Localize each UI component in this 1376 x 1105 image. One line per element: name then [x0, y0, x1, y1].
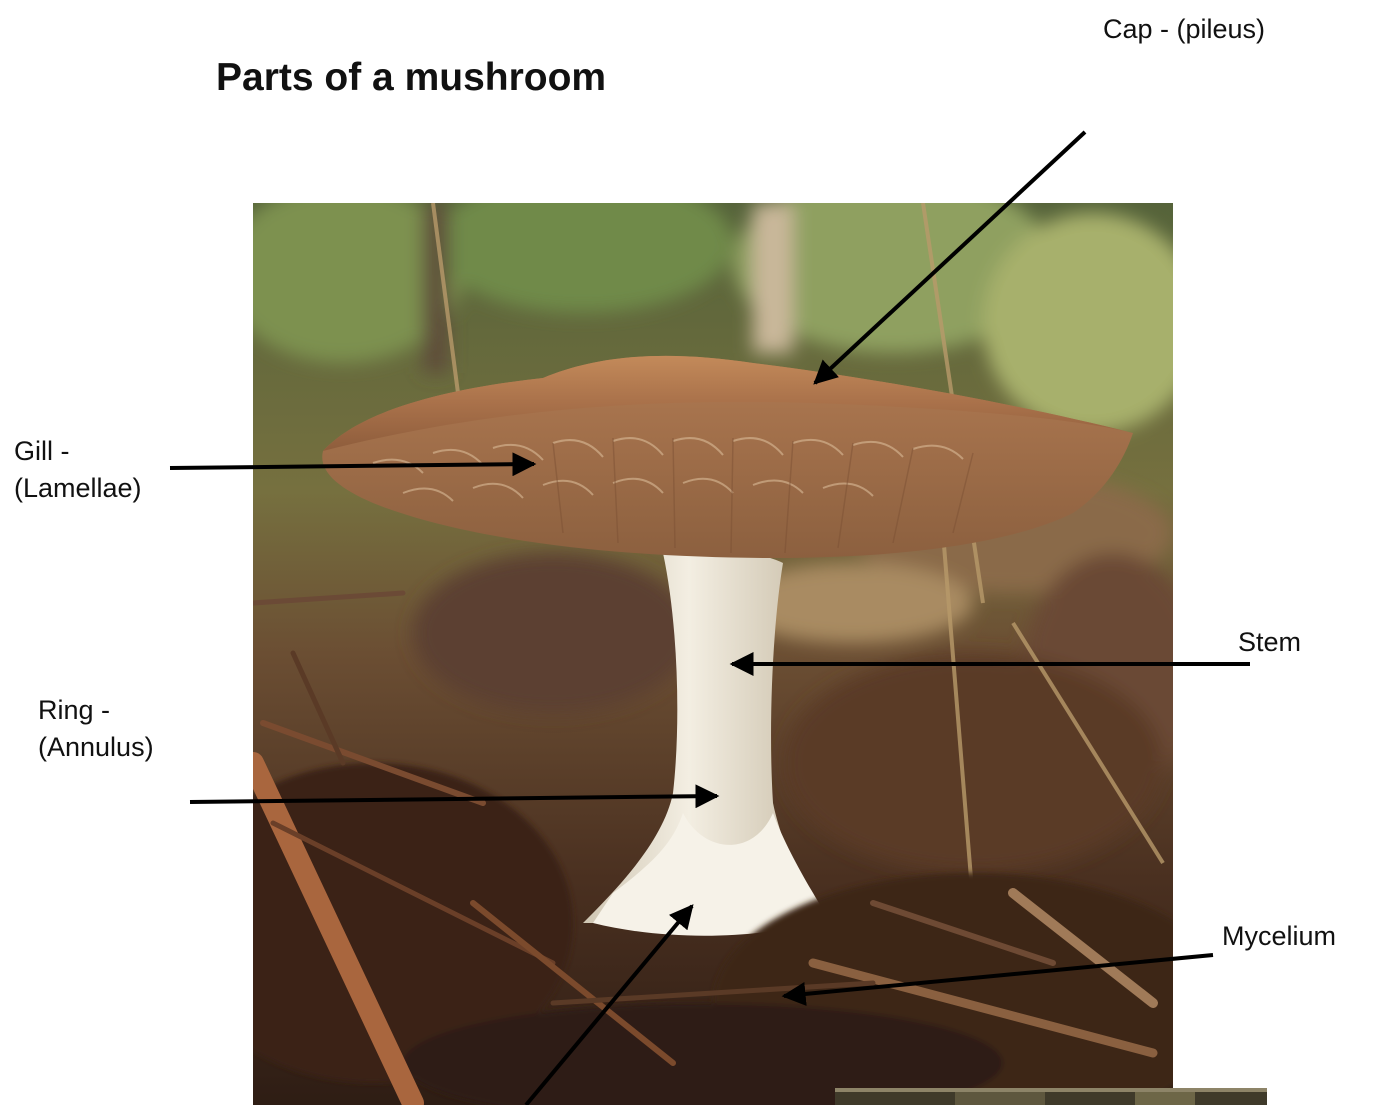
- ring-label: Ring - (Annulus): [38, 692, 154, 766]
- gill-label-line1: Gill -: [14, 433, 142, 470]
- inset-photo-fragment: [835, 1088, 1267, 1105]
- diagram-title: Parts of a mushroom: [216, 56, 606, 100]
- mushroom-photo: [253, 203, 1173, 1105]
- cap-label: Cap - (pileus): [1103, 11, 1265, 48]
- gill-label: Gill - (Lamellae): [14, 433, 142, 507]
- ring-label-line1: Ring -: [38, 692, 154, 729]
- mycelium-label: Mycelium: [1222, 918, 1336, 955]
- gill-label-line2: (Lamellae): [14, 470, 142, 507]
- ring-label-line2: (Annulus): [38, 729, 154, 766]
- stem-label: Stem: [1238, 624, 1301, 661]
